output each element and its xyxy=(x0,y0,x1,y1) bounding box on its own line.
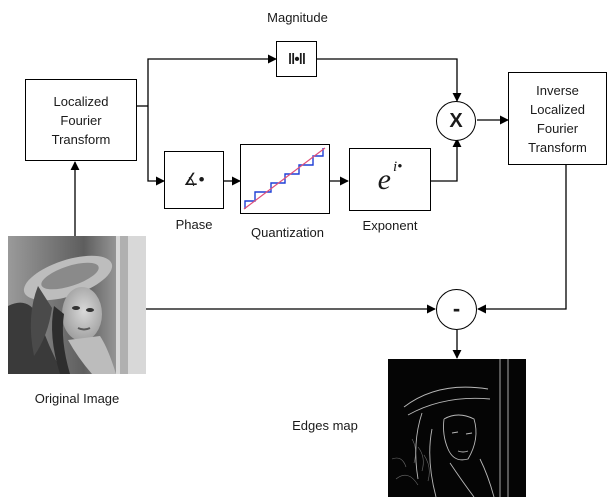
multiply-symbol: X xyxy=(449,109,463,132)
quantization-block xyxy=(240,144,330,214)
arrow-magnitude-to-multiplier xyxy=(317,58,462,102)
quantization-plot xyxy=(243,147,326,210)
phase-label: Phase xyxy=(175,217,213,232)
subtract-symbol: - xyxy=(452,295,461,321)
original-image xyxy=(8,236,146,374)
exponent-power: i• xyxy=(392,159,403,175)
quantization-label: Quantization xyxy=(251,225,324,240)
exponent-label: Exponent xyxy=(362,218,418,233)
edges-map-label: Edges map xyxy=(292,418,358,433)
phase-symbol: ∡• xyxy=(183,170,205,189)
ilft-block: Inverse Localized Fourier Transform xyxy=(508,72,607,165)
arrow-ilft-to-subtract xyxy=(477,165,567,314)
quantization-diagonal xyxy=(243,147,326,210)
arrow-exponent-to-multiplier xyxy=(431,138,462,182)
arrow-to-magnitude xyxy=(147,54,277,106)
subtract-node: - xyxy=(436,289,477,330)
edges-map-image xyxy=(388,359,526,497)
lft-block: Localized Fourier Transform xyxy=(25,79,137,161)
original-image-label: Original Image xyxy=(34,391,120,406)
multiply-node: X xyxy=(436,101,476,141)
exponent-base: e xyxy=(377,162,391,196)
arrow-to-phase xyxy=(147,106,165,186)
phase-block: ∡• xyxy=(164,151,224,209)
magnitude-symbol: ‖•‖ xyxy=(287,50,306,68)
exponent-block: e i• xyxy=(349,148,431,211)
magnitude-block: ‖•‖ xyxy=(276,41,317,77)
magnitude-label: Magnitude xyxy=(267,10,328,25)
